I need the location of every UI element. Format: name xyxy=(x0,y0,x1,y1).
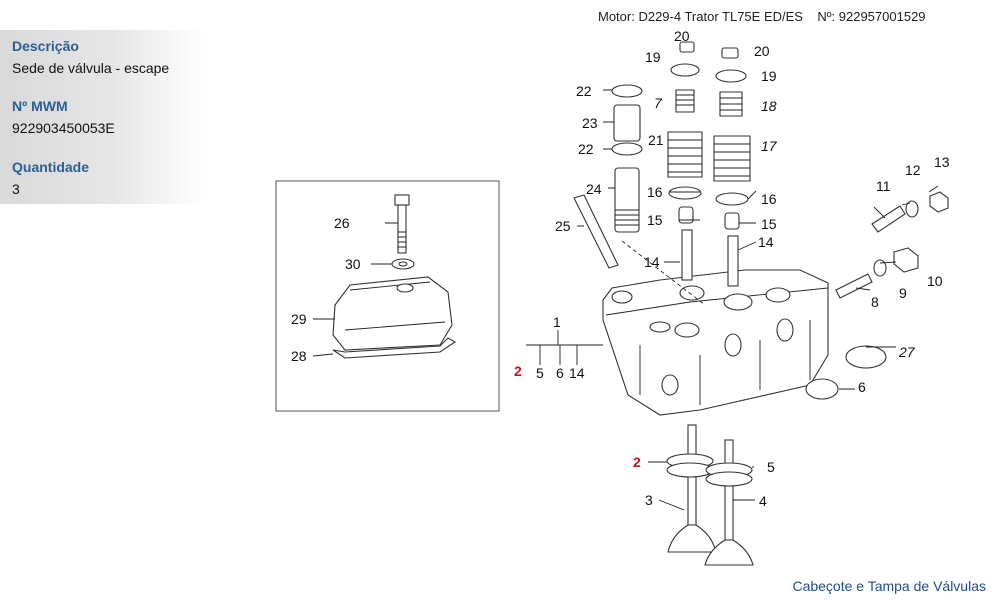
callout-19b: 19 xyxy=(761,68,777,84)
callout-10: 10 xyxy=(927,273,943,289)
callout-24: 24 xyxy=(586,181,602,197)
callout-11: 11 xyxy=(876,178,891,194)
callout-2a: 2 xyxy=(514,363,522,379)
motor-header: Motor: D229-4 Trator TL75E ED/ES Nº: 922… xyxy=(598,9,926,24)
callout-25: 25 xyxy=(555,218,571,234)
descricao-label: Descrição xyxy=(12,38,79,54)
callout-19a: 19 xyxy=(645,49,661,65)
callout-3: 3 xyxy=(645,492,653,508)
cylinder-head-1 xyxy=(602,269,829,416)
callout-16b: 16 xyxy=(761,191,777,207)
callout-21: 21 xyxy=(648,132,664,148)
callout-14b: 14 xyxy=(758,234,774,250)
callout-23: 23 xyxy=(582,115,598,131)
valve-cover-29 xyxy=(332,276,453,351)
part-info-panel xyxy=(0,30,206,204)
mwm-label: Nº MWM xyxy=(12,98,68,114)
callout-8: 8 xyxy=(871,294,879,310)
callout-15b: 15 xyxy=(761,216,777,232)
callout-5b: 5 xyxy=(767,459,775,475)
callout-28: 28 xyxy=(291,348,307,364)
callout-29: 29 xyxy=(291,311,307,327)
callout-15a: 15 xyxy=(647,212,663,228)
callout-16a: 16 xyxy=(647,184,663,200)
diagram-caption: Cabeçote e Tampa de Válvulas xyxy=(792,578,986,594)
quantidade-value: 3 xyxy=(12,181,20,197)
valve-stack-left xyxy=(667,41,703,281)
callout-30: 30 xyxy=(345,256,361,272)
callout-14a: 14 xyxy=(644,254,660,270)
callout-6b: 6 xyxy=(858,379,866,395)
valve-cover-inset-frame xyxy=(275,180,500,412)
side-fittings xyxy=(805,191,949,400)
callout-22b: 22 xyxy=(578,141,594,157)
cover-gasket-28 xyxy=(332,337,457,359)
cover-bolt-26 xyxy=(394,194,410,254)
callout-17: 17 xyxy=(761,138,778,154)
injector-parts xyxy=(573,84,643,269)
quantidade-label: Quantidade xyxy=(12,159,90,175)
callout-1: 1 xyxy=(553,314,561,330)
descricao-value: Sede de válvula - escape xyxy=(12,60,170,76)
callout-22a: 22 xyxy=(576,83,592,99)
callout-18: 18 xyxy=(761,98,777,114)
callout-27: 27 xyxy=(898,344,916,360)
callout-12: 12 xyxy=(905,162,921,178)
callout-2b: 2 xyxy=(633,454,641,470)
callout-20b: 20 xyxy=(754,43,770,59)
callout-7: 7 xyxy=(654,95,663,111)
callout-6a: 6 xyxy=(556,365,564,381)
callout-9: 9 xyxy=(899,285,907,301)
callout-5a: 5 xyxy=(536,365,544,381)
callout-26: 26 xyxy=(334,215,350,231)
callout-4: 4 xyxy=(759,493,767,509)
callout-14c: 14 xyxy=(569,365,585,381)
callout-13: 13 xyxy=(934,154,950,170)
mwm-value: 922903450053E xyxy=(12,120,115,136)
valve-stack-right xyxy=(713,47,751,287)
lower-valves xyxy=(666,424,754,566)
callout-20a: 20 xyxy=(674,28,690,44)
